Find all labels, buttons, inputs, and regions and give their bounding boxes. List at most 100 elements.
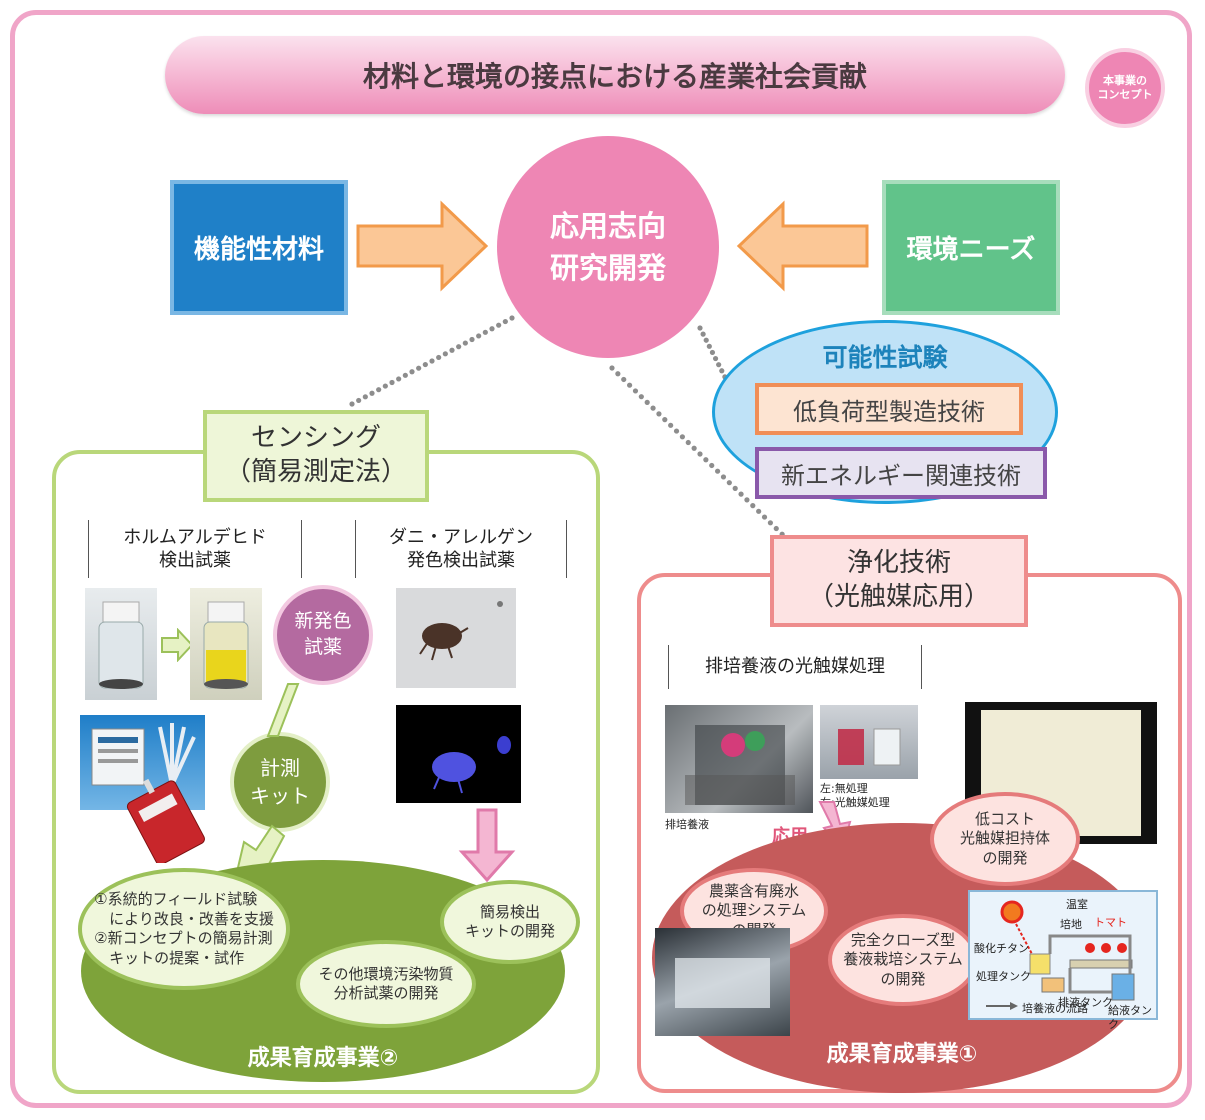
treatment-comparison-caption: 左:無処理 右:光触媒処理 — [820, 782, 890, 809]
connector-dot — [644, 399, 650, 405]
connector-dot — [756, 508, 762, 514]
new-color-reagent-circle: 新発色 試薬 — [273, 585, 373, 685]
dots-to-purification — [609, 365, 791, 543]
connector-dot — [496, 322, 502, 328]
connector-dot — [627, 382, 633, 388]
connector-dot — [349, 401, 355, 407]
flow-label: 培養液の流路 — [1022, 1002, 1088, 1015]
connector-dot — [697, 325, 703, 331]
drain-liquid-photo — [665, 705, 813, 813]
drain-liquid-caption: 排培養液 — [665, 818, 709, 831]
connector-dot — [656, 411, 662, 417]
environmental-needs-box: 環境ニーズ — [882, 180, 1060, 315]
measurement-kit-circle: 計測 キット — [230, 732, 330, 832]
bed-label: 培地 — [1060, 918, 1082, 931]
concept-banner: 材料と環境の接点における産業社会貢献 — [165, 36, 1065, 114]
connector-dot — [462, 340, 468, 346]
connector-dot — [436, 354, 442, 361]
environmental-needs-label: 環境ニーズ — [906, 235, 1036, 265]
supply-tank-label: 給液タンク — [1108, 1004, 1152, 1031]
connector-dot — [369, 390, 375, 396]
connector-dot — [732, 485, 738, 491]
connector-dot — [609, 365, 615, 371]
low-cost-carrier-bubble: 低コスト 光触媒担持体 の開発 — [930, 792, 1080, 886]
connector-dot — [703, 337, 709, 343]
connector-dot — [720, 474, 727, 480]
drain-tank-label: 排液タンク — [1058, 996, 1113, 1009]
system-schematic-graphic — [986, 900, 1135, 1010]
connector-dot — [621, 376, 627, 383]
connector-dot — [709, 462, 715, 469]
connector-dot — [709, 349, 716, 356]
low-load-manufacturing-box: 低負荷型製造技術 — [755, 383, 1023, 435]
connector-dot — [509, 315, 515, 321]
mite-allergen-label: ダニ・アレルゲン 発色検出試薬 — [355, 520, 567, 578]
concept-badge: 本事業の コンセプト — [1085, 48, 1165, 128]
connector-dot — [691, 445, 697, 451]
connector-dot — [738, 491, 744, 497]
arrow-right-icon — [356, 200, 489, 292]
detector-device-photo — [126, 778, 205, 863]
connector-dot — [469, 336, 475, 343]
connector-dot — [685, 439, 691, 446]
connector-dot — [409, 369, 415, 375]
connector-dot — [679, 434, 686, 440]
connector-dot — [767, 520, 774, 526]
new-energy-box: 新エネルギー関連技術 — [755, 447, 1047, 499]
connector-dot — [489, 326, 495, 332]
sensing-title: センシング （簡易測定法） — [203, 410, 429, 502]
connector-dot — [715, 468, 721, 474]
connector-dot — [650, 405, 656, 411]
functional-materials-box: 機能性材料 — [170, 180, 348, 315]
pink-down-arrow-icon — [458, 808, 516, 883]
connector-dot — [761, 514, 768, 520]
connector-dot — [389, 379, 395, 386]
treatment-system-photo — [655, 928, 790, 1036]
dots-to-sensing — [349, 315, 515, 407]
connector-dot — [476, 333, 482, 339]
connector-dot — [402, 372, 408, 378]
closed-hydroponic-bubble: 完全クローズ型 養液栽培システム の開発 — [828, 914, 978, 1006]
connector-dot — [449, 347, 455, 353]
connector-dot — [744, 497, 750, 503]
connector-dot — [396, 376, 402, 382]
cultivation-system-diagram: 温室 培地 トマト 酸化チタン 処理タンク 排液タンク 給液タンク 培養液の流路 — [968, 890, 1158, 1031]
connector-dot — [422, 361, 428, 368]
test-kit-photo — [80, 715, 205, 810]
simple-detection-kit-bubble: 簡易検出 キットの開発 — [440, 880, 580, 964]
mite-photo — [396, 588, 516, 688]
feasibility-title: 可能性試験 — [822, 343, 948, 372]
connector-dot — [482, 329, 488, 335]
treat-tank-label: 処理タンク — [976, 970, 1031, 983]
formaldehyde-label: ホルムアルデヒド 検出試薬 — [88, 520, 302, 578]
connector-dot — [700, 331, 706, 337]
field-test-bubble: ①系統的フィールド試験 により改良・改善を支援 ②新コンセプトの簡易計測 キット… — [78, 868, 290, 990]
treatment-comparison-photo — [820, 705, 918, 779]
connector-dot — [773, 525, 779, 532]
photocatalyst-treatment-label: 排培養液の光触媒処理 — [668, 645, 922, 689]
connector-dot — [668, 422, 674, 428]
arrow-left-icon — [736, 200, 869, 292]
functional-materials-label: 機能性材料 — [193, 235, 324, 265]
connector-dot — [382, 383, 388, 389]
connector-dot — [719, 368, 725, 374]
vial-yellow-photo — [190, 588, 262, 700]
connector-dot — [456, 344, 462, 350]
connector-dot — [673, 428, 680, 434]
connector-dot — [502, 318, 508, 325]
purification-title: 浄化技術 （光触媒応用） — [770, 535, 1028, 627]
connector-dot — [697, 451, 703, 457]
mite-fluorescence-photo — [396, 705, 521, 803]
connector-dot — [712, 355, 719, 362]
tomato-label: トマト — [1094, 916, 1127, 929]
connector-dot — [362, 394, 368, 400]
result-label-1: 成果育成事業① — [826, 1042, 978, 1067]
greenhouse-label: 温室 — [1066, 898, 1088, 911]
connector-dot — [716, 362, 722, 368]
connector-dot — [442, 351, 448, 357]
result-label-2: 成果育成事業② — [247, 1046, 399, 1071]
connector-dot — [750, 503, 756, 509]
connector-dot — [416, 365, 422, 371]
kit-connector-arrows — [234, 683, 300, 878]
arrow-right-small-icon — [161, 628, 194, 662]
